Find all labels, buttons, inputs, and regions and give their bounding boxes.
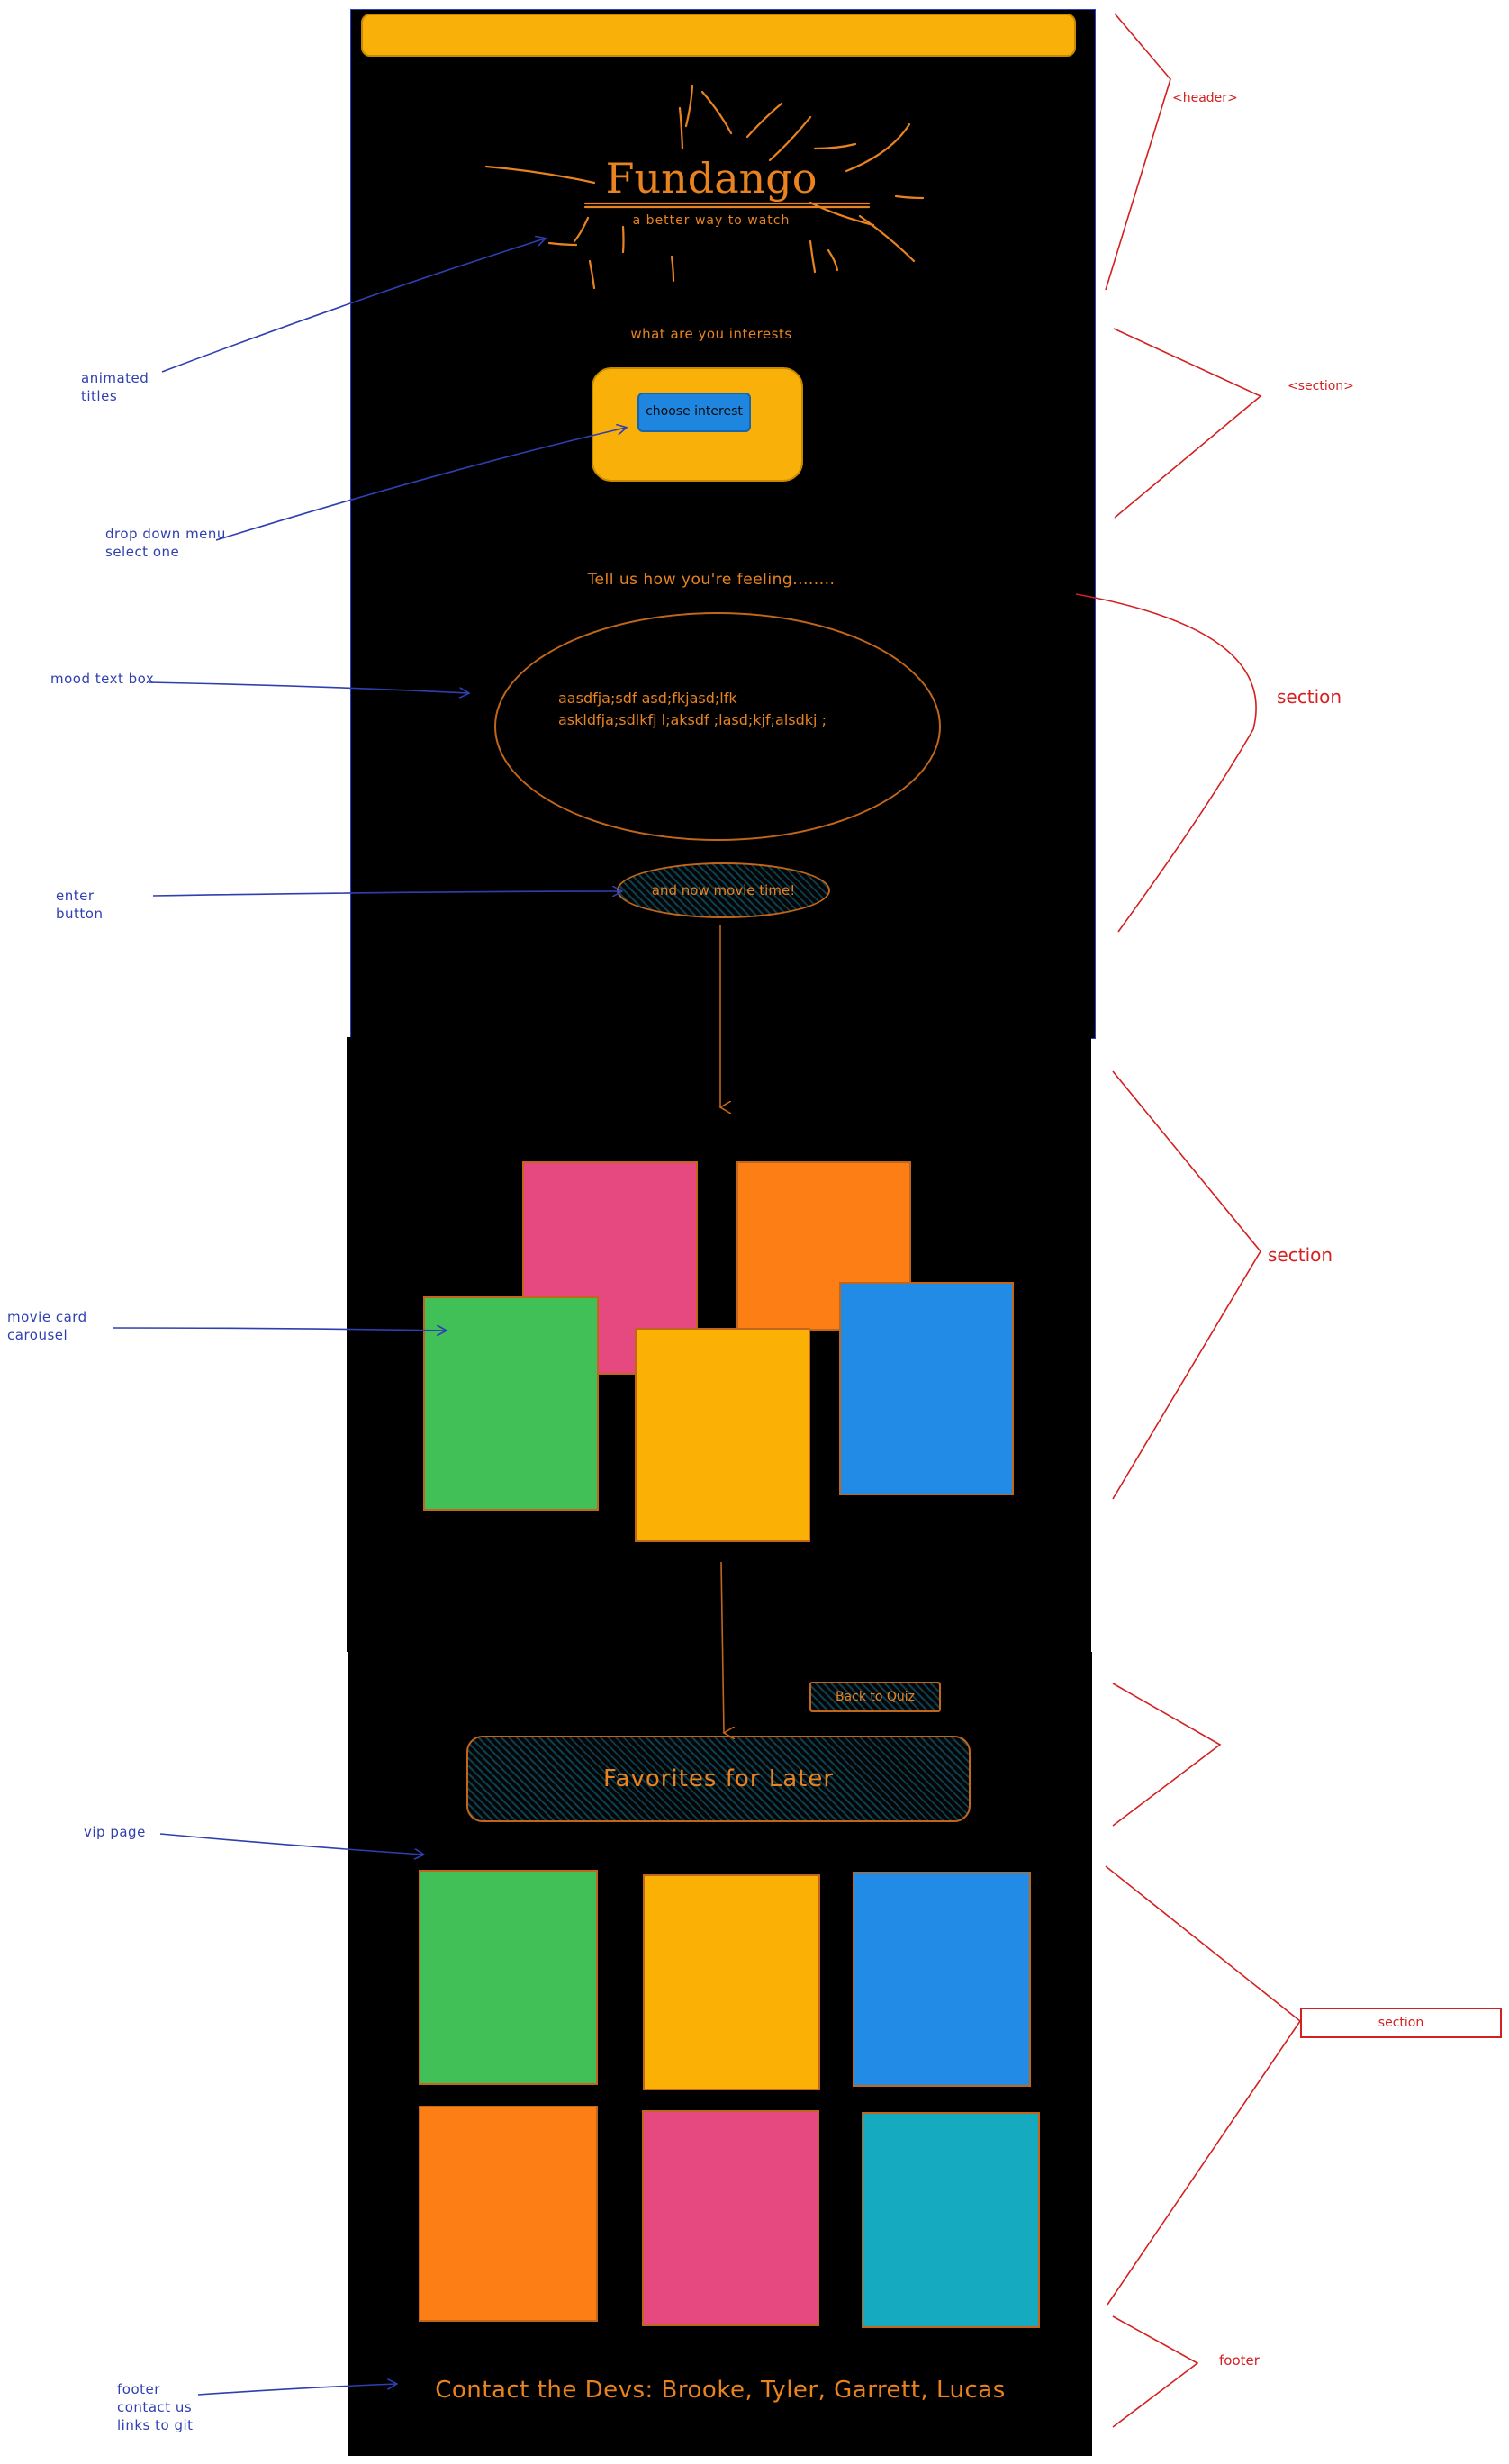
title-sun-rays [484, 84, 925, 290]
mood-prompt: Tell us how you're feeling........ [587, 571, 836, 589]
favorite-card[interactable] [643, 1874, 820, 2090]
favorite-card[interactable] [642, 2110, 819, 2326]
back-to-quiz-button[interactable]: Back to Quiz [809, 1682, 941, 1712]
region-label-header: <header> [1172, 91, 1238, 105]
carousel-card[interactable] [423, 1296, 599, 1511]
annotation-footer: footer contact us links to git [117, 2381, 194, 2433]
region-label-section-1: <section> [1288, 379, 1354, 393]
site-title: Fundango [605, 154, 818, 203]
annotation-dropdown: drop down menu select one [105, 526, 226, 560]
footer-contact[interactable]: Contact the Devs: Brooke, Tyler, Garrett… [435, 2377, 1006, 2404]
favorite-card[interactable] [419, 2106, 598, 2322]
region-label-section-4-box: section [1300, 2008, 1502, 2038]
region-label-section-4: section [1378, 2016, 1424, 2030]
site-tagline: a better way to watch [632, 213, 791, 228]
favorites-heading: Favorites for Later [466, 1736, 971, 1822]
annotation-vip-page: vip page [84, 1824, 146, 1840]
back-to-quiz-label: Back to Quiz [835, 1690, 916, 1704]
region-label-section-3: section [1268, 1244, 1333, 1266]
mood-text-line-2: askldfja;sdlkfj l;aksdf ;lasd;kjf;alsdkj… [558, 711, 827, 728]
region-brackets [1075, 13, 1302, 2428]
carousel-card[interactable] [839, 1282, 1014, 1495]
favorites-heading-text: Favorites for Later [602, 1765, 835, 1792]
region-label-section-2: section [1277, 686, 1342, 708]
favorite-card[interactable] [853, 1872, 1031, 2087]
annotation-enter-button: enter button [56, 888, 104, 922]
mood-text-box[interactable] [494, 612, 941, 841]
favorite-card[interactable] [419, 1870, 598, 2085]
region-label-footer: footer [1219, 2352, 1260, 2369]
enter-button[interactable]: and now movie time! [617, 862, 830, 918]
interest-dropdown[interactable]: choose interest [637, 393, 751, 432]
annotation-arrows [112, 239, 626, 2396]
enter-button-label: and now movie time! [651, 882, 796, 898]
interests-prompt: what are you interests [630, 326, 792, 342]
mood-text-line-1: aasdfja;sdf asd;fkjasd;lfk [558, 690, 737, 707]
annotation-carousel: movie card carousel [7, 1309, 87, 1343]
flow-arrows [720, 925, 724, 1733]
favorite-card[interactable] [862, 2112, 1040, 2328]
header-bar [361, 14, 1076, 57]
annotation-animated-titles: animated titles [81, 370, 149, 404]
annotation-mood-box: mood text box [50, 671, 155, 687]
carousel-card[interactable] [635, 1328, 810, 1542]
